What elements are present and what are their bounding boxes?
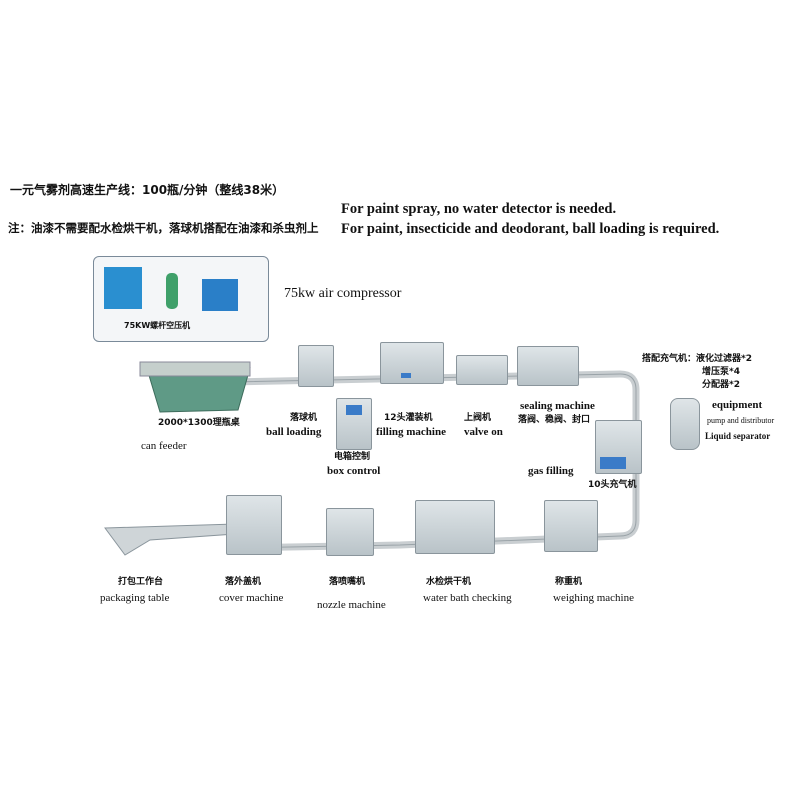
compressor-icon — [104, 267, 142, 309]
gas-equipment-cn: 搭配充气机：液化过滤器*2 — [642, 354, 752, 364]
sealing-machine — [517, 346, 579, 386]
weighing-machine — [544, 500, 598, 552]
gas-filling-cn: 10头充气机 — [588, 480, 637, 490]
filling-cn: 12头灌装机 — [384, 413, 433, 423]
gas-filling-en: gas filling — [528, 465, 574, 477]
distributor-cn: 分配器*2 — [702, 380, 740, 390]
equipment-en: equipment — [712, 399, 763, 411]
pump-distributor-en: pump and distributor — [707, 416, 775, 425]
can-feeder-en: can feeder — [141, 440, 187, 452]
note-1: For paint spray, no water detector is ne… — [341, 201, 617, 217]
gas-filling-machine — [595, 420, 642, 474]
packaging-cn: 打包工作台 — [118, 577, 164, 587]
note-2: For paint, insecticide and deodorant, ba… — [341, 221, 720, 237]
booster-pump-cn: 增压泵*4 — [702, 367, 740, 377]
nozzle-en: nozzle machine — [317, 599, 386, 611]
packaging-en: packaging table — [100, 592, 170, 604]
valve-on-en: valve on — [464, 426, 503, 438]
liquid-separator-en: Liquid separator — [705, 431, 771, 441]
cover-machine — [226, 495, 282, 555]
box-control-cn: 电箱控制 — [334, 452, 371, 462]
header-line2: 注：油漆不需要配水检烘干机，落球机搭配在油漆和杀虫剂上 — [8, 221, 319, 235]
ball-loading-cn: 落球机 — [290, 413, 318, 423]
filling-machine — [380, 342, 444, 384]
control-box — [336, 398, 372, 450]
sealing-cn: 落阀、稳阀、封口 — [518, 415, 591, 425]
compressor-panel: 75KW螺杆空压机 — [93, 256, 269, 342]
compressor-cn-label: 75KW螺杆空压机 — [124, 321, 191, 330]
nozzle-machine — [326, 508, 374, 556]
valve-on-cn: 上阀机 — [464, 413, 492, 423]
water-bath-en: water bath checking — [423, 592, 512, 604]
can-feeder-cn: 2000*1300理瓶桌 — [158, 418, 240, 428]
header-line1: 一元气雾剂高速生产线：100瓶/分钟（整线38米） — [10, 183, 285, 197]
sealing-en: sealing machine — [520, 400, 595, 412]
water-bath-machine — [415, 500, 495, 554]
box-control-en: box control — [327, 465, 381, 477]
compressor-en-label: 75kw air compressor — [284, 286, 402, 301]
filling-en: filling machine — [376, 426, 446, 438]
dryer-icon — [202, 279, 238, 311]
cover-cn: 落外盖机 — [225, 577, 262, 587]
nozzle-cn: 落喷嘴机 — [329, 577, 366, 587]
water-bath-cn: 水检烘干机 — [426, 577, 472, 587]
cover-en: cover machine — [219, 592, 284, 604]
tank-icon — [166, 273, 178, 309]
weighing-en: weighing machine — [553, 592, 634, 604]
liquid-separator — [670, 398, 700, 450]
ball-loading-en: ball loading — [266, 426, 322, 438]
weighing-cn: 称重机 — [555, 577, 583, 587]
ball-loading-machine — [298, 345, 334, 387]
valve-on-machine — [456, 355, 508, 385]
